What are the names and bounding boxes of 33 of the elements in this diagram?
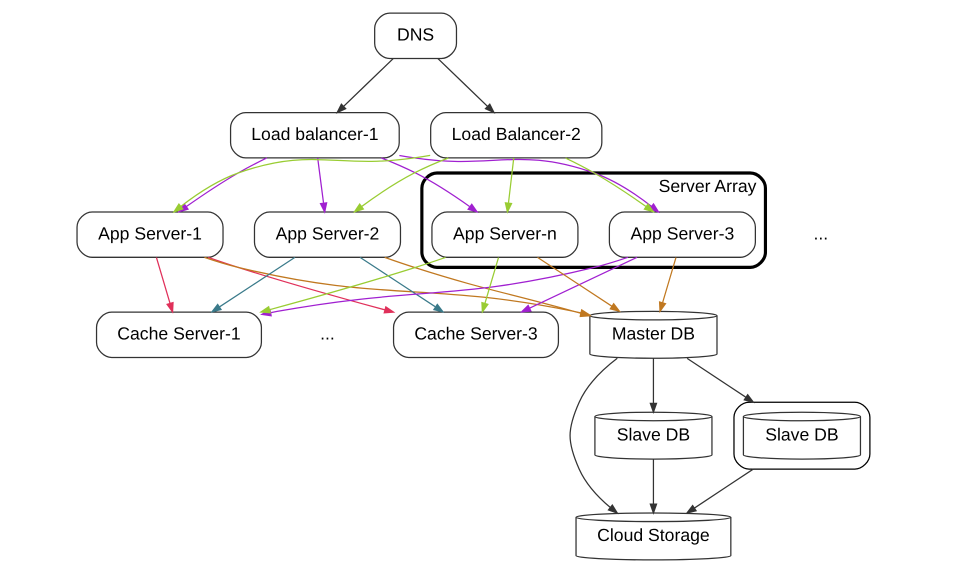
node-box: Cache Server-3	[392, 312, 560, 358]
arrow	[658, 257, 677, 314]
arrow	[565, 158, 655, 213]
node-box: App Server-1	[76, 211, 224, 258]
arrow	[360, 256, 445, 313]
node-box: Load balancer-1	[230, 112, 400, 159]
node-box: App Server-n	[431, 211, 579, 258]
arrow	[649, 358, 658, 414]
arrow	[569, 358, 619, 514]
node-box: DNS	[374, 12, 458, 60]
arrow	[504, 158, 514, 214]
arrow	[210, 256, 296, 313]
cluster	[733, 402, 871, 470]
label: ...	[320, 323, 335, 344]
arrow	[537, 256, 621, 312]
arrow	[520, 256, 638, 313]
arrow	[649, 459, 658, 515]
node-box: App Server-3	[608, 211, 756, 258]
arrow	[352, 157, 449, 213]
arrow	[437, 58, 496, 114]
arrow	[381, 157, 479, 214]
arrow	[317, 158, 328, 214]
node-box: Load Balancer-2	[430, 112, 602, 159]
arrow	[685, 468, 754, 514]
label: ...	[813, 223, 828, 244]
arrow	[259, 256, 446, 314]
node-box: App Server-2	[254, 211, 402, 258]
arrow	[156, 257, 174, 314]
arrow	[336, 58, 394, 114]
arrow	[686, 358, 755, 404]
arrow	[481, 257, 500, 314]
node-box: Cache Server-1	[96, 312, 262, 358]
arrow	[208, 256, 396, 314]
